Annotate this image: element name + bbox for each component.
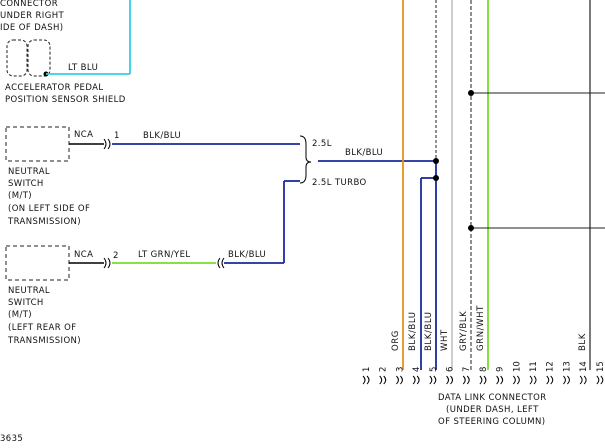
dlc-pin-number: 2 <box>379 367 389 372</box>
vlabel-wht: WHT <box>440 329 450 351</box>
dlc-pin-symbol <box>396 375 403 385</box>
dlc-pin-number: 10 <box>512 361 522 372</box>
nsw1-connector-symbol <box>103 138 111 150</box>
dlc-pin-number: 9 <box>496 367 506 372</box>
dlc-pin-symbol <box>446 375 453 385</box>
dlc-pin-symbol <box>479 375 487 385</box>
dlc-label-line2: (UNDER DASH, LEFT <box>446 405 539 415</box>
option-label-2-5l: 2.5L <box>312 139 332 149</box>
accelerator-pedal-sensor-shield <box>6 39 51 77</box>
nsw1-label-line5: TRANSMISSION) <box>7 217 81 227</box>
dlc-pin-symbol <box>546 375 554 385</box>
nsw1-nca-label: NCA <box>74 130 93 140</box>
nsw2-label-line2: SWITCH <box>8 298 44 308</box>
nsw2-pin-number: 2 <box>113 251 118 261</box>
shield-symbol-right <box>27 39 51 77</box>
dlc-pin-symbol <box>579 375 587 385</box>
splice-dot-lower <box>433 175 439 181</box>
dlc-pin-number: 1 <box>362 367 372 372</box>
wire-label-lt-blu: LT BLU <box>68 63 98 73</box>
neutral-switch-1: NCA 1 <box>5 126 119 162</box>
connector-note-line1: CONNECTOR <box>0 0 58 9</box>
dlc-pin-number: 3 <box>395 367 405 372</box>
dlc-pin-number: 15 <box>596 361 605 372</box>
dlc-label-line3: OF STEERING COLUMN) <box>438 417 545 427</box>
dlc-pin-number: 8 <box>479 367 489 372</box>
nsw2-connector-symbol <box>103 257 111 269</box>
dlc-pin-number: 6 <box>446 367 456 372</box>
dlc-pin-number: 5 <box>429 367 439 372</box>
splice-dot-gry-blk-lower <box>468 225 474 231</box>
dlc-pin-symbol <box>512 375 520 385</box>
dlc-pin-symbol <box>362 375 370 385</box>
vlabel-grn-wht: GRN/WHT <box>476 305 486 351</box>
wire-label-blk-blu-3: BLK/BLU <box>345 148 383 158</box>
dlc-pin-symbol <box>563 375 570 385</box>
dlc-pin-symbol <box>412 375 420 385</box>
dlc-pin-symbol <box>379 375 387 385</box>
vlabel-blk-blu-pin4: BLK/BLU <box>408 311 418 351</box>
nsw1-pin-number: 1 <box>114 131 119 141</box>
vlabel-blk-blu-pin5: BLK/BLU <box>424 311 434 351</box>
wire-label-blk-blu-1: BLK/BLU <box>143 131 181 141</box>
accel-label-line1: ACCELERATOR PEDAL <box>5 83 103 93</box>
connector-note-line3: IDE OF DASH) <box>0 23 64 33</box>
vlabel-org: ORG <box>391 330 401 351</box>
vlabel-blk: BLK <box>578 333 588 351</box>
dlc-pin-symbol <box>496 375 504 385</box>
shield-symbol-left <box>6 39 28 77</box>
nsw2-label-line5: TRANSMISSION) <box>7 336 81 346</box>
nsw2-nca-label: NCA <box>74 250 93 260</box>
accel-label-line2: POSITION SENSOR SHIELD <box>5 95 126 105</box>
neutral-switch-2: NCA 2 <box>5 245 118 281</box>
wire-label-lt-grn-yel: LT GRN/YEL <box>138 250 190 260</box>
wire-label-blk-blu-2: BLK/BLU <box>228 250 266 260</box>
dlc-pin-symbol <box>529 375 537 385</box>
nsw1-label-line1: NEUTRAL <box>8 167 50 177</box>
dlc-pin-number: 11 <box>529 361 539 372</box>
nsw1-label-line2: SWITCH <box>8 179 44 189</box>
dlc-pin-symbol <box>429 375 437 385</box>
nsw1-label-line3: (M/T) <box>8 191 32 201</box>
nsw2-label-line4: (LEFT REAR OF <box>8 323 77 333</box>
neutral-switch-2-box <box>5 245 70 281</box>
dlc-pin-symbol <box>596 375 604 385</box>
inline-connector-symbol <box>217 257 225 269</box>
dlc-pin-number: 4 <box>412 367 422 372</box>
dlc-pin-symbol <box>462 375 470 385</box>
splice-dot-gry-blk-upper <box>468 90 474 96</box>
nsw1-label-line4: (ON LEFT SIDE OF <box>8 204 90 214</box>
dlc-pin-number: 13 <box>562 361 572 372</box>
neutral-switch-1-box <box>5 126 70 162</box>
dlc-pin-number: 12 <box>546 361 556 372</box>
connector-note-line2: UNDER RIGHT <box>0 11 64 21</box>
dlc-pin-number: 14 <box>579 361 589 372</box>
option-label-2-5l-turbo: 2.5L TURBO <box>312 178 367 188</box>
vlabel-gry-blk: GRY/BLK <box>459 311 469 351</box>
nsw2-label-line1: NEUTRAL <box>8 286 50 296</box>
dlc-pin-number: 7 <box>462 367 472 372</box>
nsw2-label-line3: (M/T) <box>8 310 32 320</box>
splice-dot-upper <box>433 158 439 164</box>
figure-id: 3635 <box>0 434 23 444</box>
option-brace <box>299 135 312 184</box>
dlc-label-line1: DATA LINK CONNECTOR <box>438 393 547 403</box>
